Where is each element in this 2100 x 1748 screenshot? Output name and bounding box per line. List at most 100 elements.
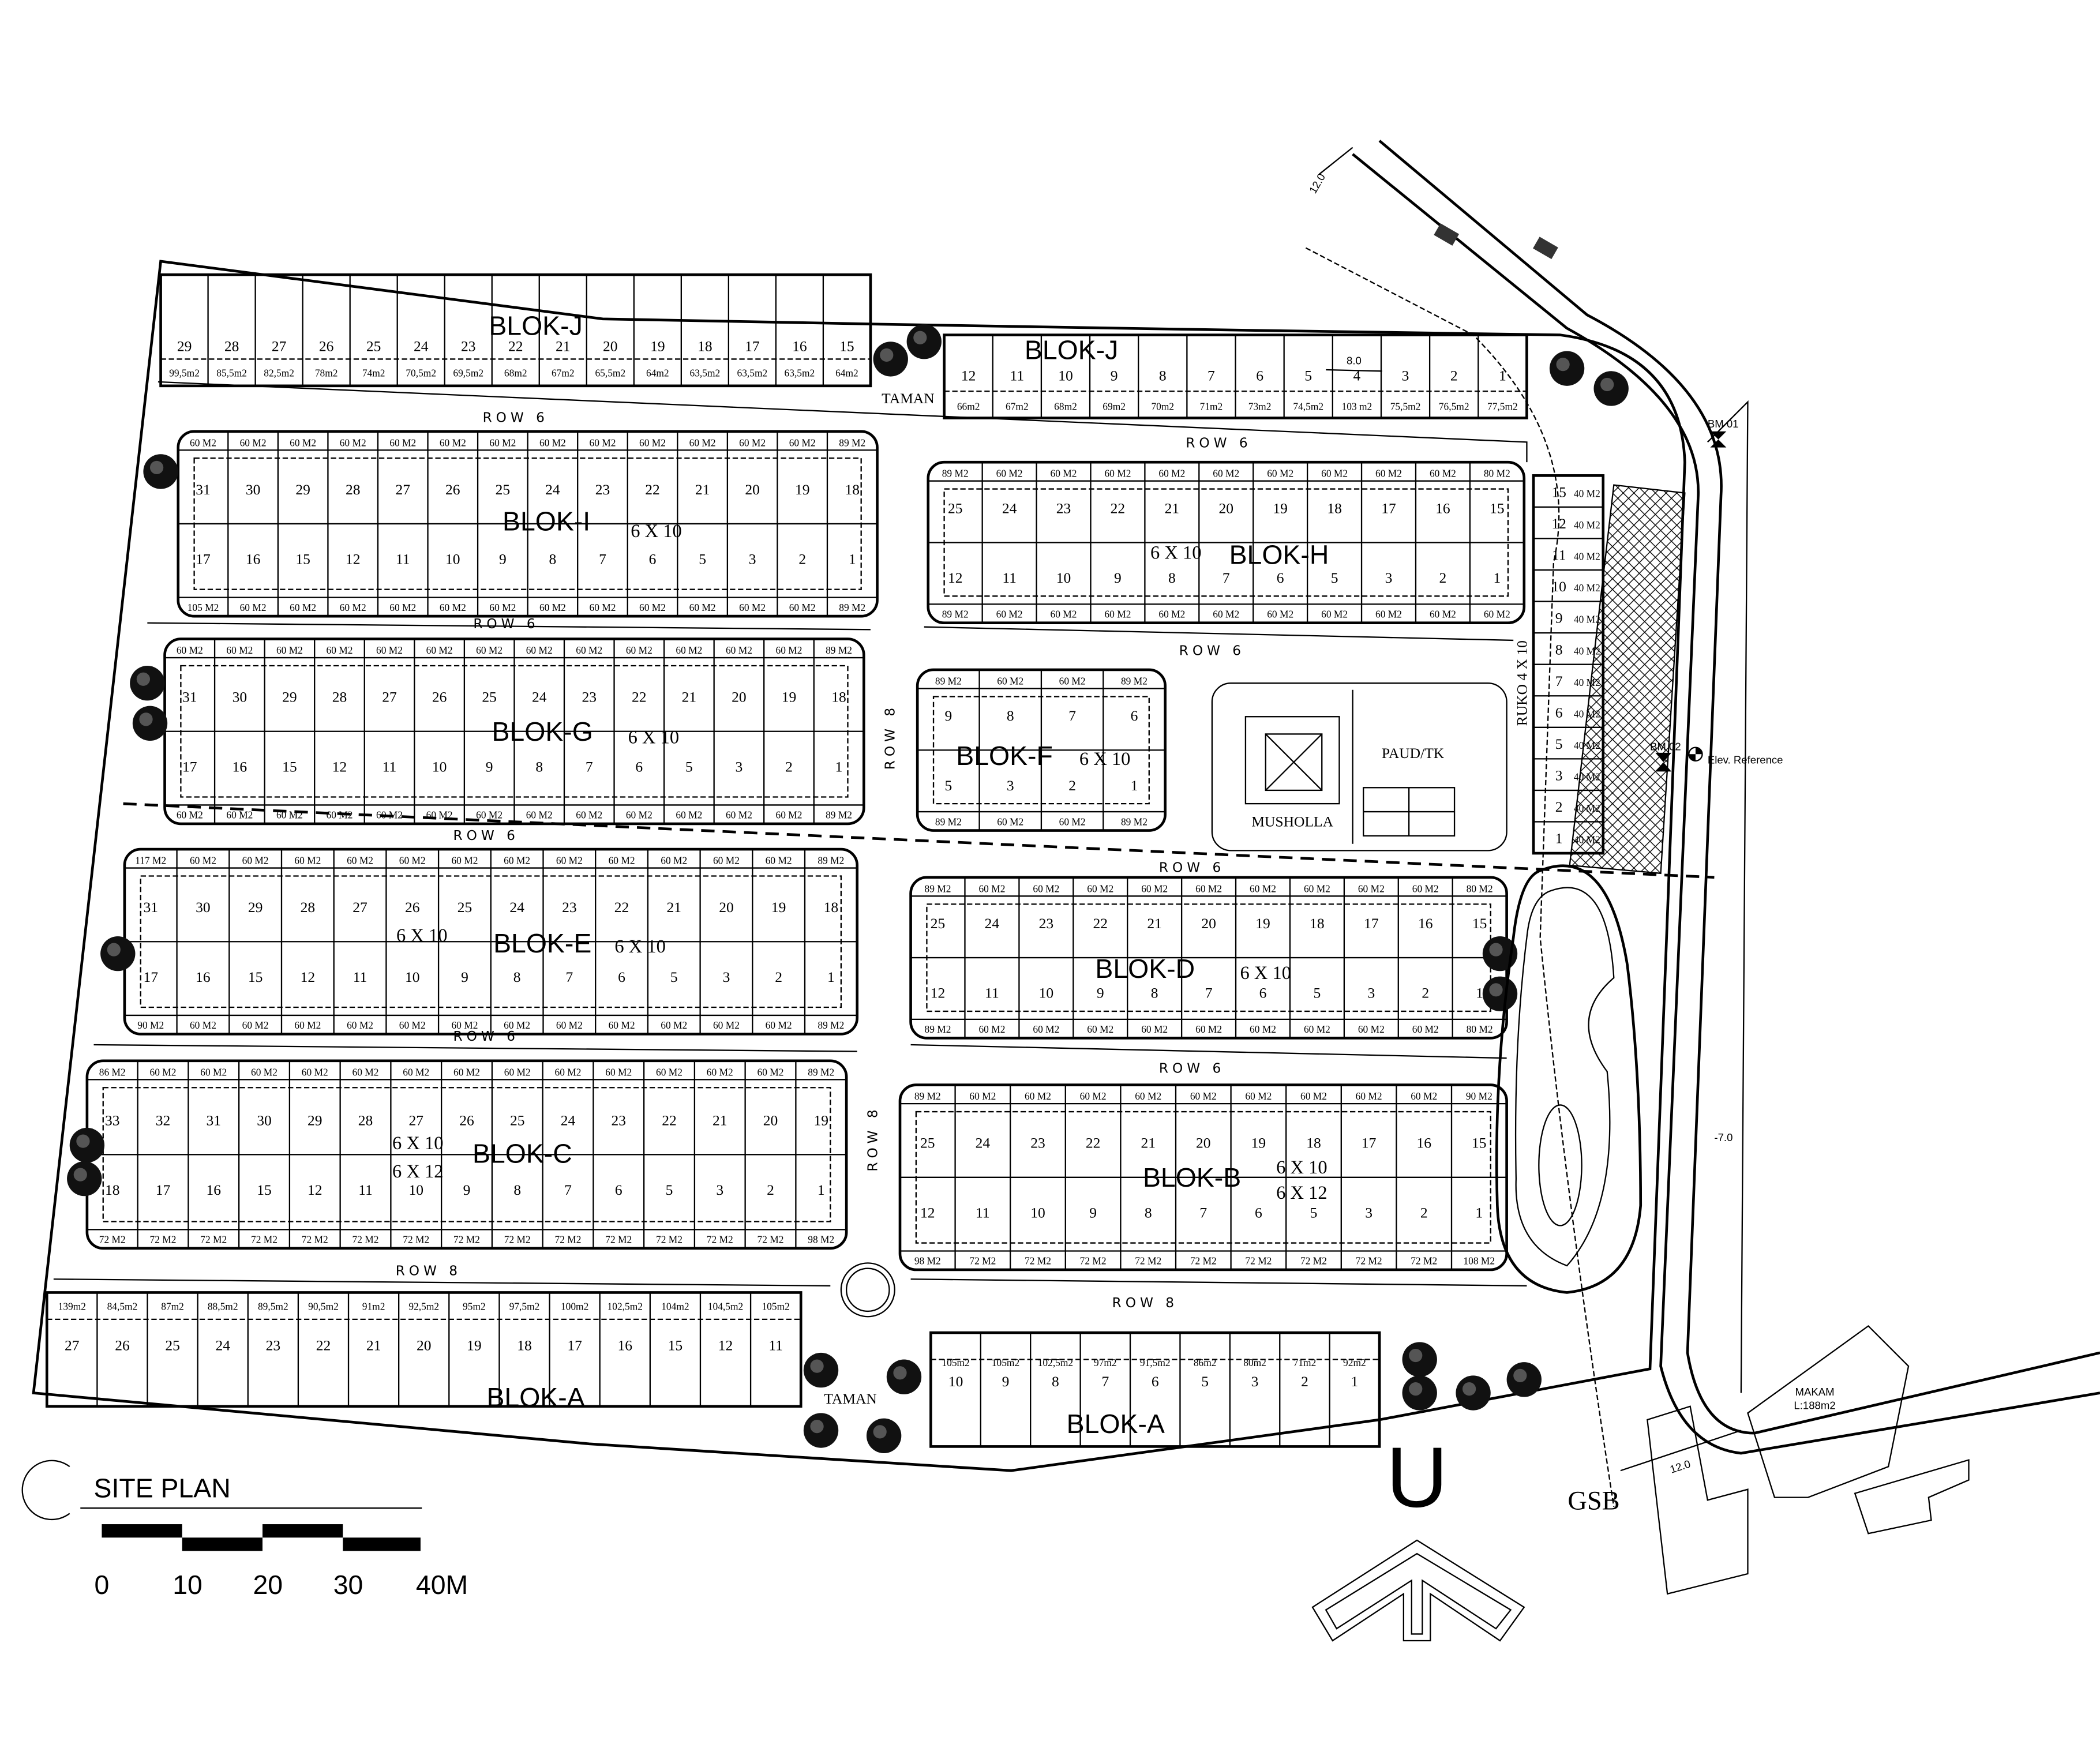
lot[interactable]: 89 M29	[935, 676, 962, 725]
lot[interactable]: 560 M2	[1321, 569, 1348, 620]
lot[interactable]: 960 M2	[476, 758, 502, 820]
lot[interactable]: 180 M2	[1467, 985, 1493, 1035]
lot[interactable]: 760 M2	[590, 551, 616, 613]
lot[interactable]: 360 M2	[713, 969, 740, 1031]
lot[interactable]: 960 M2	[1087, 985, 1113, 1035]
lot[interactable]: 260 M2	[789, 551, 816, 613]
lot[interactable]: 272 M2	[757, 1181, 784, 1246]
lot[interactable]: 660 M2	[609, 969, 635, 1031]
lot[interactable]: 372 M2	[1356, 1204, 1382, 1266]
lot[interactable]: 260 M2	[766, 969, 792, 1031]
lot[interactable]: 860 M2	[1141, 985, 1168, 1035]
lot[interactable]: 189 M2	[817, 969, 844, 1031]
lot[interactable]: 272 M2	[1411, 1204, 1437, 1266]
lot[interactable]: 872 M2	[1135, 1204, 1161, 1266]
lot[interactable]: 360 M2	[1358, 985, 1385, 1035]
lot[interactable]: 860 M2	[1158, 569, 1185, 620]
lot[interactable]: 772 M2	[555, 1181, 582, 1246]
lot[interactable]: 760 M2	[556, 969, 583, 1031]
lot[interactable]: 860 M2	[539, 551, 566, 613]
lot[interactable]: 560 M2	[1304, 985, 1330, 1035]
